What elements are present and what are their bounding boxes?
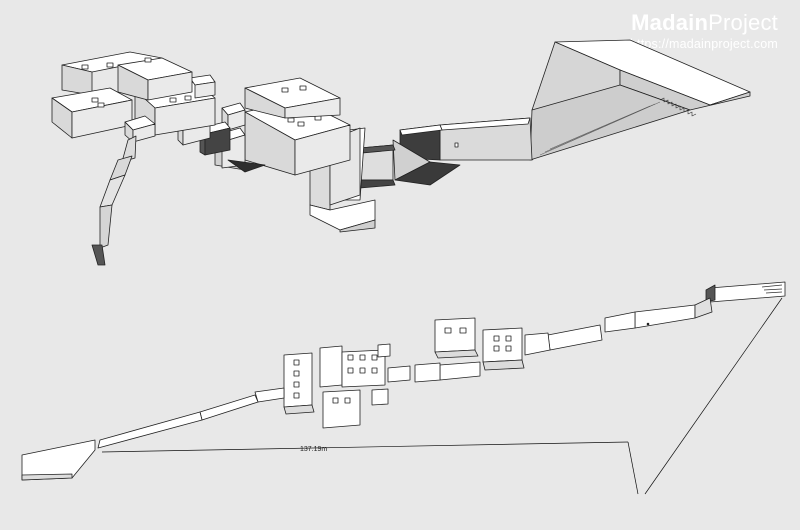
- watermark: MadainProject https://madainproject.com: [630, 12, 778, 51]
- plan-chamber-top: [434, 317, 479, 359]
- chamber-upper-left: [61, 51, 193, 101]
- upper-corridor: [392, 117, 533, 186]
- entrance-shaft: [529, 39, 751, 161]
- plan-chamber-bottom: [322, 388, 389, 429]
- plan-passage-left: [21, 387, 285, 481]
- watermark-brand-bold: Madain: [631, 10, 709, 35]
- plan-passage-right: [524, 297, 713, 356]
- chamber-left: [51, 87, 133, 139]
- plan-passage-middle: [387, 361, 481, 383]
- chamber-upper-middle: [244, 77, 341, 119]
- watermark-url: https://madainproject.com: [629, 37, 778, 51]
- watermark-title: MadainProject: [630, 12, 778, 34]
- dimension-lines: [101, 297, 783, 495]
- watermark-brand-light: Project: [708, 10, 778, 35]
- plan-chamber-left: [283, 352, 315, 415]
- plan-entrance: [705, 281, 786, 303]
- plan-view: [21, 281, 786, 495]
- descending-passage: [91, 135, 137, 266]
- perspective-view: [51, 39, 751, 266]
- plan-chamber-right: [482, 327, 525, 371]
- plan-chamber-main: [319, 343, 391, 388]
